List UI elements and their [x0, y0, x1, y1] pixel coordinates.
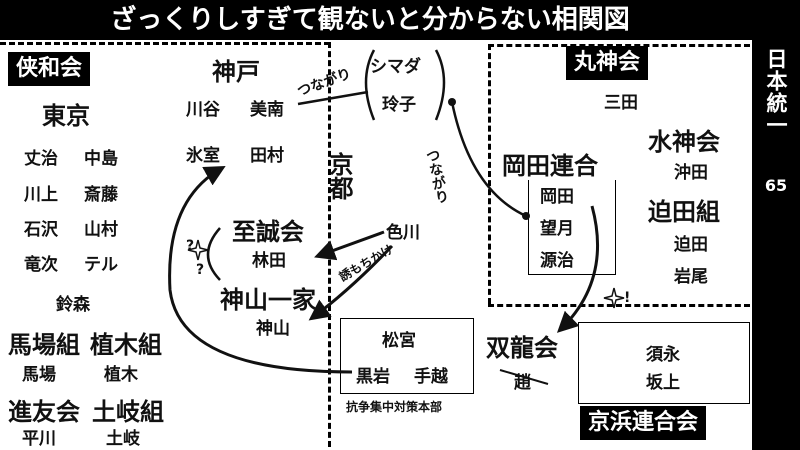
- marujinkai-border-bottom: [488, 304, 750, 307]
- kobe-shimada-line: [297, 90, 369, 106]
- hirakawa: 平川: [22, 429, 56, 449]
- page-title: ざっくりしすぎて観ないと分からない相関図: [110, 5, 630, 35]
- keihin-member: 坂上: [646, 373, 680, 393]
- baba: 馬場: [22, 365, 56, 385]
- soryukai-label: 双龍会: [486, 334, 558, 362]
- iwao: 岩尾: [674, 267, 708, 287]
- taisaku-footer: 抗争集中対策本部: [346, 400, 443, 414]
- irokawa-to-kamiyama-arrow: [308, 244, 394, 321]
- side-banner: [752, 40, 800, 450]
- tokyo-member: 竜次: [24, 255, 58, 275]
- sparkle-icon: [603, 287, 625, 309]
- soryukai-strike: [499, 369, 549, 385]
- keihin-box: [578, 322, 750, 404]
- tokyo-member: 山村: [84, 220, 118, 240]
- doki: 土岐: [106, 429, 140, 449]
- irokawa: 色川: [386, 223, 420, 243]
- marujinkai-label: 丸神会: [566, 46, 649, 80]
- sakoda: 迫田: [674, 235, 708, 255]
- okada-member: 岡田: [540, 187, 574, 207]
- kobe-label: 神戸: [212, 58, 260, 86]
- keihin-label: 京浜連合会: [580, 406, 707, 440]
- shimada-okada-line: [450, 101, 527, 218]
- taisaku-box: [340, 318, 474, 394]
- kyoto-label: 京都: [325, 152, 353, 200]
- mita: 三田: [604, 93, 638, 113]
- hayashida: 林田: [252, 251, 286, 271]
- kobe-member: 田村: [250, 146, 284, 166]
- tokyo-member: テル: [84, 255, 118, 275]
- okada-box: [528, 180, 616, 275]
- question-mark: ?: [196, 262, 205, 278]
- sparkle-icon: [187, 239, 209, 261]
- kyowakai-label: 侠和会: [8, 52, 91, 86]
- suijinkai-label: 水神会: [648, 128, 720, 156]
- title-bar: [0, 0, 800, 40]
- shinyukai-label: 進友会: [8, 398, 80, 426]
- side-banner-title: 日本統一: [764, 48, 788, 136]
- kobe-member: 川谷: [186, 100, 220, 120]
- okada-to-soryukai-arrow: [556, 205, 599, 333]
- okada-member: 源治: [540, 251, 574, 271]
- baba-gumi-label: 馬場組: [8, 331, 80, 359]
- ueki: 植木: [104, 365, 138, 385]
- taisaku-member: 松宮: [382, 331, 416, 351]
- keihin-member: 須永: [646, 345, 680, 365]
- shiseikai-bracket: [206, 227, 221, 281]
- side-banner-number: 65: [764, 176, 788, 195]
- tokyo-label: 東京: [42, 102, 90, 130]
- irokawa-to-hayashida-arrow: [314, 230, 385, 261]
- kamiyama-ikka-label: 神山一家: [220, 286, 316, 314]
- question-mark: ?: [186, 238, 195, 254]
- shiseikai-label: 至誠会: [232, 218, 304, 246]
- shimada-bracket-left: [364, 49, 376, 121]
- connector-dot: [448, 98, 456, 106]
- okita: 沖田: [674, 163, 708, 183]
- tokyo-member: 斎藤: [84, 185, 118, 205]
- kobe-member: 美南: [250, 100, 284, 120]
- tokyo-member: 丈治: [24, 149, 58, 169]
- sakoda-gumi-label: 迫田組: [648, 198, 720, 226]
- marujinkai-border-left: [488, 44, 491, 304]
- taisaku-member: 黒岩: [356, 367, 390, 387]
- kobe-member: 氷室: [186, 146, 220, 166]
- exclamation-mark: !: [624, 290, 631, 306]
- ueki-gumi-label: 植木組: [90, 331, 162, 359]
- okada-rengo-label: 岡田連合: [502, 152, 598, 180]
- taisaku-member: 手越: [414, 367, 448, 387]
- tokyo-member: 中島: [84, 149, 118, 169]
- taisaku-to-kobe-arrow: [168, 165, 353, 374]
- suzumori: 鈴森: [56, 295, 90, 315]
- divider-top-left: [0, 42, 330, 45]
- dokigumi-label: 土岐組: [92, 398, 164, 426]
- connector-dot: [522, 212, 530, 220]
- shimada-name: シマダ: [370, 57, 421, 77]
- shimada-sub: 玲子: [382, 95, 416, 115]
- marujinkai-border-top: [488, 44, 750, 47]
- shimada-bracket-right: [434, 49, 446, 121]
- okada-member: 望月: [540, 219, 574, 239]
- kamiyama: 神山: [256, 319, 290, 339]
- tokyo-member: 石沢: [24, 220, 58, 240]
- tokyo-member: 川上: [24, 185, 58, 205]
